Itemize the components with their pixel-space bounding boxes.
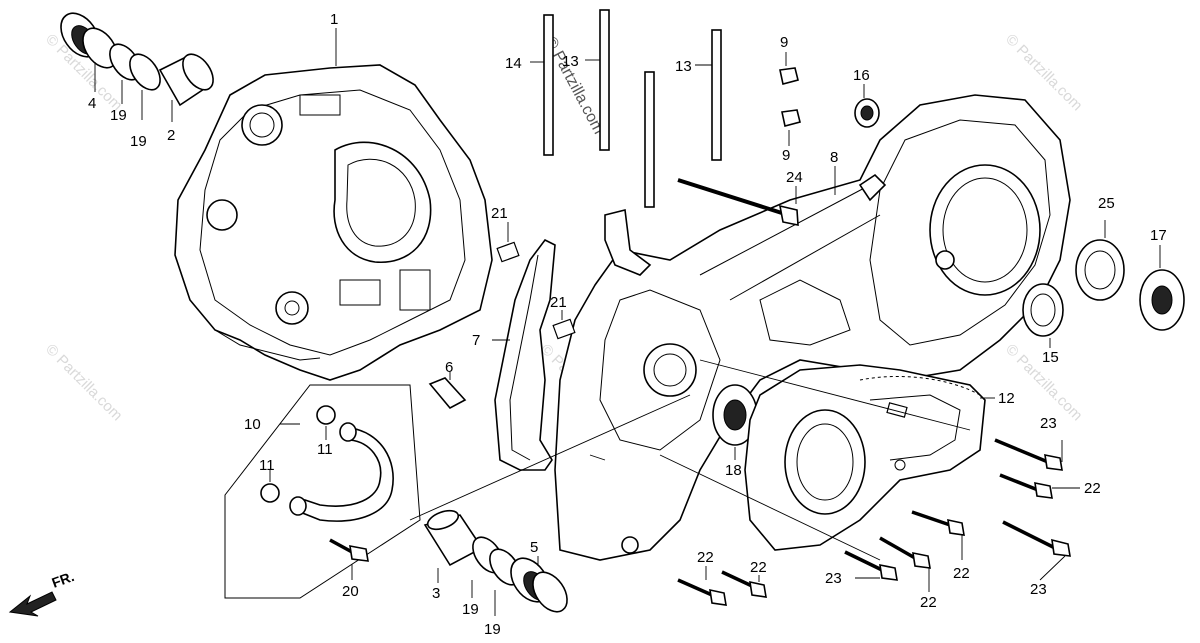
callout-14: 14: [505, 55, 522, 72]
callout-18: 18: [725, 462, 742, 479]
callout-19-bottom-a: 19: [462, 601, 479, 618]
callout-23-b: 23: [1030, 581, 1047, 598]
bearings: 15 25 17: [1022, 195, 1185, 366]
callout-6: 6: [445, 359, 453, 376]
callout-13-b: 13: [675, 58, 692, 75]
gasket: 7: [472, 238, 556, 471]
right-seal-stack: 3 19 19 5: [423, 509, 568, 638]
callout-19-top-a: 19: [110, 107, 127, 124]
bolts-bottom: 22 22: [677, 549, 767, 606]
callout-9-a: 9: [780, 34, 788, 51]
callout-9-b: 9: [782, 147, 790, 164]
gasket-top-piece: [604, 209, 652, 276]
left-crankcase: 1: [174, 11, 493, 381]
callout-8: 8: [830, 149, 838, 166]
callout-16: 16: [853, 67, 870, 84]
callout-15: 15: [1042, 349, 1059, 366]
callout-19-bottom-b: 19: [484, 621, 501, 638]
cylinder-studs: 14 13 13: [505, 9, 722, 208]
callout-12: 12: [998, 390, 1015, 407]
bolt-24: 24: [677, 169, 803, 226]
dowel-pins: 21 21: [491, 205, 576, 340]
callout-11-a: 11: [317, 441, 333, 458]
front-label: FR.: [50, 568, 77, 591]
callout-7: 7: [472, 332, 480, 349]
callout-17: 17: [1150, 227, 1167, 244]
callout-22-d: 22: [697, 549, 714, 566]
callout-21-a: 21: [491, 205, 508, 222]
fittings-9: 9 9: [779, 34, 801, 164]
callout-1: 1: [330, 11, 338, 28]
callout-23-c: 23: [825, 570, 842, 587]
breather-tube-assembly: 10 11 11 20 6: [224, 359, 467, 600]
callout-21-b: 21: [550, 294, 567, 311]
callout-24: 24: [786, 169, 803, 186]
right-crankcase: 8: [554, 94, 1071, 561]
left-seal-stack: 4 19 19 2: [60, 12, 214, 150]
side-cover: 12: [744, 364, 1015, 551]
callout-13-a: 13: [562, 53, 579, 70]
callout-22-b: 22: [953, 565, 970, 582]
callout-10: 10: [244, 416, 261, 433]
callout-3: 3: [432, 585, 440, 602]
callout-22-c: 22: [920, 594, 937, 611]
callout-11-b: 11: [259, 457, 275, 474]
callout-2: 2: [167, 127, 175, 144]
callout-22-e: 22: [750, 559, 767, 576]
bolts-right: 23 22 22 22 23 23: [825, 415, 1101, 611]
callout-5: 5: [530, 539, 538, 556]
front-arrow-icon: [8, 591, 57, 617]
front-direction-indicator: FR.: [8, 568, 77, 617]
watermark-midleft: © Partzilla.com: [42, 341, 125, 424]
callout-19-top-b: 19: [130, 133, 147, 150]
seal-16: 16: [853, 67, 880, 128]
callout-22-a: 22: [1084, 480, 1101, 497]
callout-25: 25: [1098, 195, 1115, 212]
callout-23-a: 23: [1040, 415, 1057, 432]
callout-4: 4: [88, 95, 96, 112]
callout-20: 20: [342, 583, 359, 600]
assembly-leaders: [409, 359, 971, 561]
